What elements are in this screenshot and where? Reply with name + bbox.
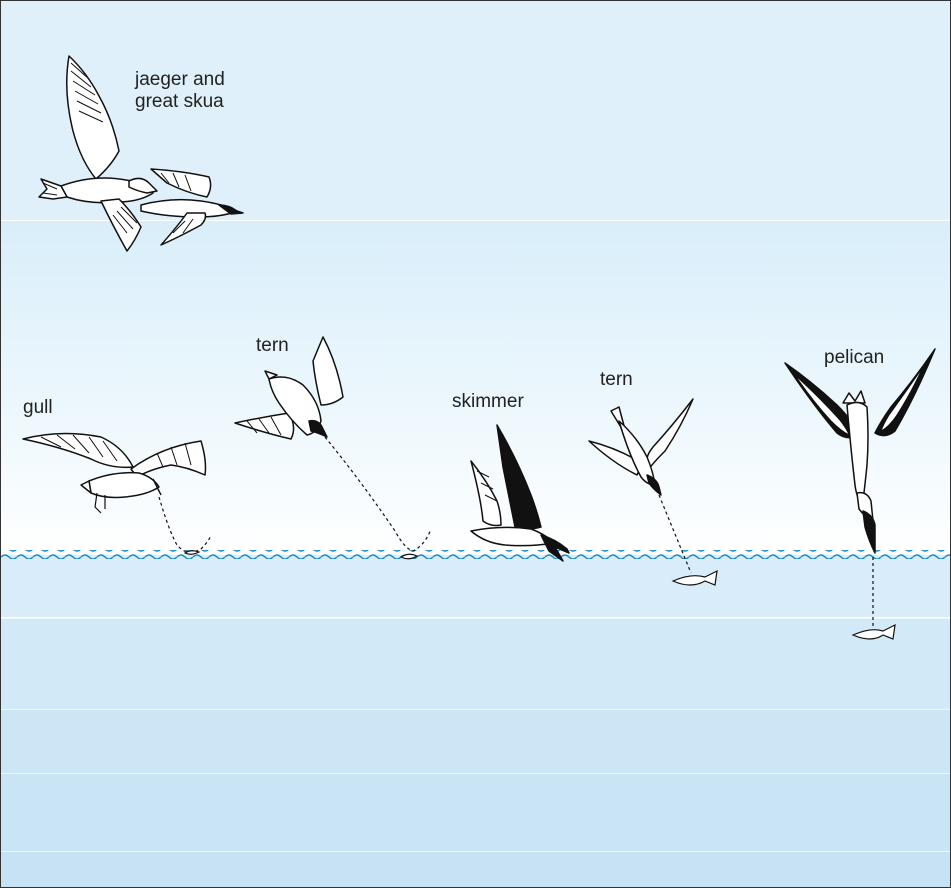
label-jaeger-and-great-skua: jaeger and great skua — [135, 69, 225, 113]
tern-plunge-bird — [235, 337, 343, 439]
tern-dive-bird — [589, 399, 693, 495]
gull-bird — [23, 433, 206, 513]
tern-plunge-path — [325, 437, 431, 551]
gull-flight-path — [159, 497, 211, 552]
tern-dive-path — [659, 495, 691, 573]
water-surface-line — [1, 550, 950, 559]
skimmer-bird — [471, 425, 569, 561]
label-pelican: pelican — [824, 347, 884, 369]
great-skua-bird — [141, 169, 243, 245]
label-tern-plunge: tern — [256, 335, 289, 357]
pelican-fish — [853, 625, 895, 639]
label-tern-dive: tern — [600, 369, 633, 391]
pelican-bird — [785, 349, 935, 553]
tern-dive-fish — [673, 571, 717, 585]
label-gull: gull — [23, 397, 53, 419]
label-skimmer: skimmer — [452, 391, 524, 413]
